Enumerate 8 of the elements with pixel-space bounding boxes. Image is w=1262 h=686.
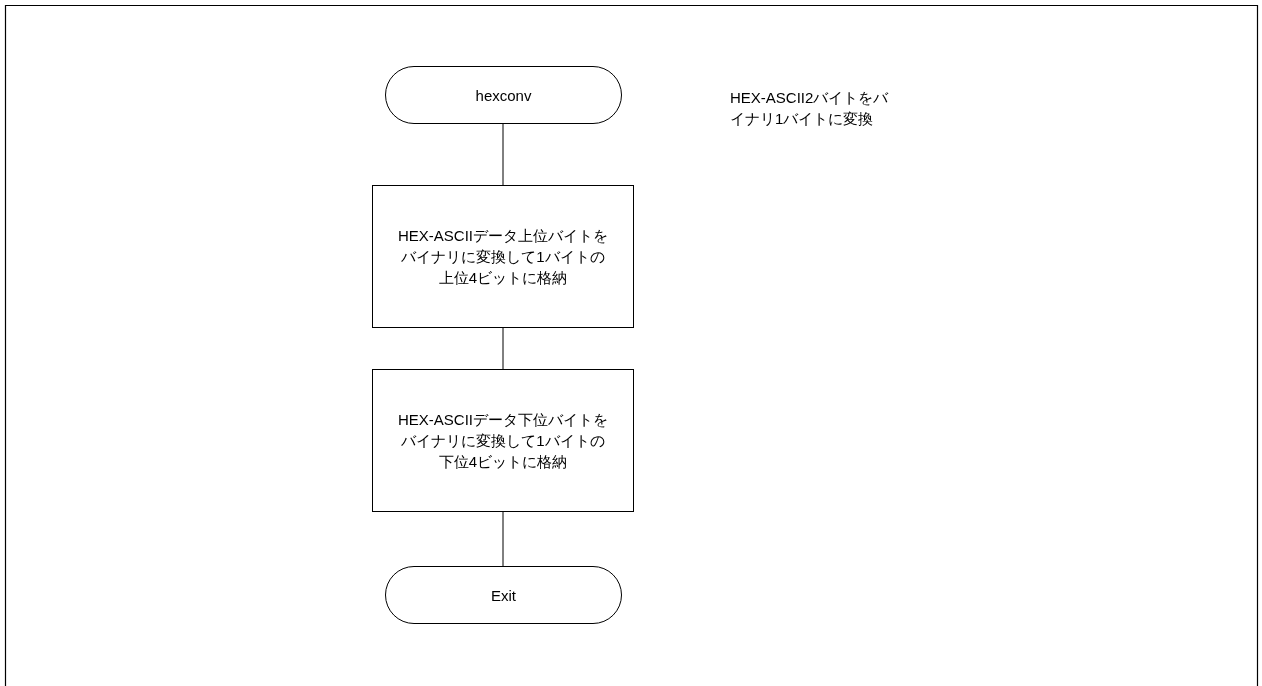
note-text: HEX-ASCII2バイトをバイナリ1バイトに変換 bbox=[730, 88, 889, 129]
connector-line bbox=[502, 327, 504, 370]
process-box: HEX-ASCIIデータ下位バイトをバイナリに変換して1バイトの下位4ビットに格納 bbox=[372, 369, 634, 512]
connector-line bbox=[502, 511, 504, 567]
process-box: HEX-ASCIIデータ上位バイトをバイナリに変換して1バイトの上位4ビットに格納 bbox=[372, 185, 634, 328]
terminal-box: hexconv bbox=[385, 66, 622, 124]
terminal-box: Exit bbox=[385, 566, 622, 624]
connector-line bbox=[502, 123, 504, 186]
